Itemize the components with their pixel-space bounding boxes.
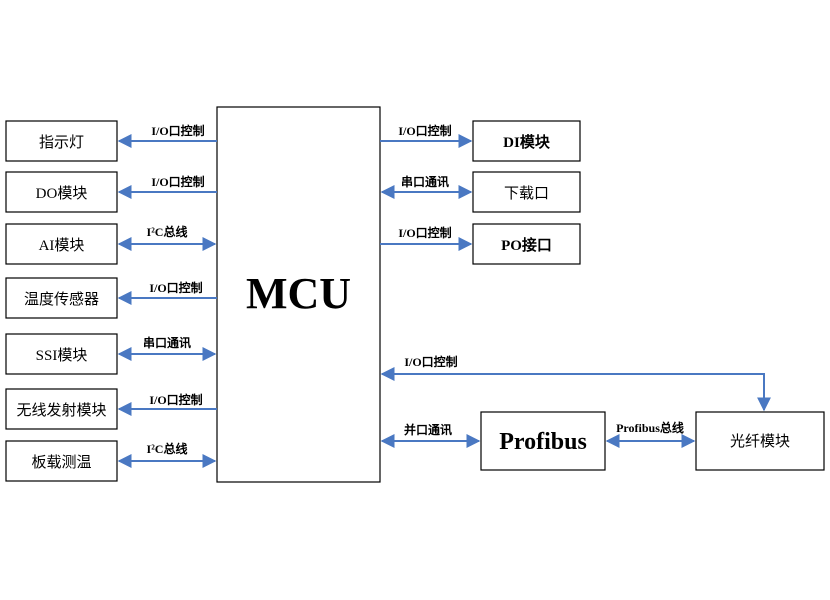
left-module-2: AI模块 I²C总线 [5, 223, 217, 265]
fiber-mcu-link: I/O口控制 [380, 354, 771, 412]
right-module-0-label: DI模块 [503, 133, 551, 151]
left-module-6: 板载测温 I²C总线 [5, 440, 217, 482]
left-module-2-label: AI模块 [39, 237, 85, 254]
left-module-5: 无线发射模块 I/O口控制 [5, 388, 217, 430]
mcu-label: MCU [246, 269, 351, 318]
left-link-6-label: I²C总线 [147, 441, 188, 456]
left-module-0: 指示灯 I/O口控制 [5, 120, 217, 162]
left-link-1-label: I/O口控制 [151, 174, 204, 189]
left-link-5-label: I/O口控制 [149, 392, 202, 407]
left-module-4-label: SSI模块 [36, 347, 88, 364]
right-link-0-label: I/O口控制 [398, 123, 451, 138]
fiber-mcu-link-label: I/O口控制 [404, 354, 457, 369]
left-module-6-label: 板载测温 [31, 453, 91, 471]
left-module-1-label: DO模块 [36, 185, 88, 202]
fiber-block: 光纤模块 Profibus总线 [605, 411, 825, 471]
profibus-fiber-link-label: Profibus总线 [616, 420, 684, 435]
mcu-block: MCU [216, 106, 381, 483]
left-module-0-label: 指示灯 [39, 134, 84, 151]
right-module-0: DI模块 I/O口控制 [380, 120, 581, 162]
left-link-0-label: I/O口控制 [151, 123, 204, 138]
right-link-2-label: I/O口控制 [398, 225, 451, 240]
left-link-3-label: I/O口控制 [149, 280, 202, 295]
right-module-2: PO接口 I/O口控制 [380, 223, 581, 265]
right-link-1-label: 串口通讯 [401, 174, 449, 189]
fiber-label: 光纤模块 [730, 433, 790, 450]
left-link-4-label: 串口通讯 [143, 335, 191, 350]
left-module-3: 温度传感器 I/O口控制 [5, 277, 217, 319]
right-module-1: 下载口 串口通讯 [380, 171, 581, 213]
left-module-3-label: 温度传感器 [24, 291, 99, 308]
left-module-5-label: 无线发射模块 [16, 402, 106, 419]
profibus-block: Profibus 并口通讯 [380, 411, 606, 471]
profibus-label: Profibus [499, 429, 587, 455]
left-module-1: DO模块 I/O口控制 [5, 171, 217, 213]
left-module-4: SSI模块 串口通讯 [5, 333, 217, 375]
profibus-mcu-link-label: 并口通讯 [404, 422, 452, 437]
right-module-1-label: 下载口 [504, 185, 549, 202]
left-link-2-label: I²C总线 [147, 224, 188, 239]
right-module-2-label: PO接口 [501, 236, 552, 254]
